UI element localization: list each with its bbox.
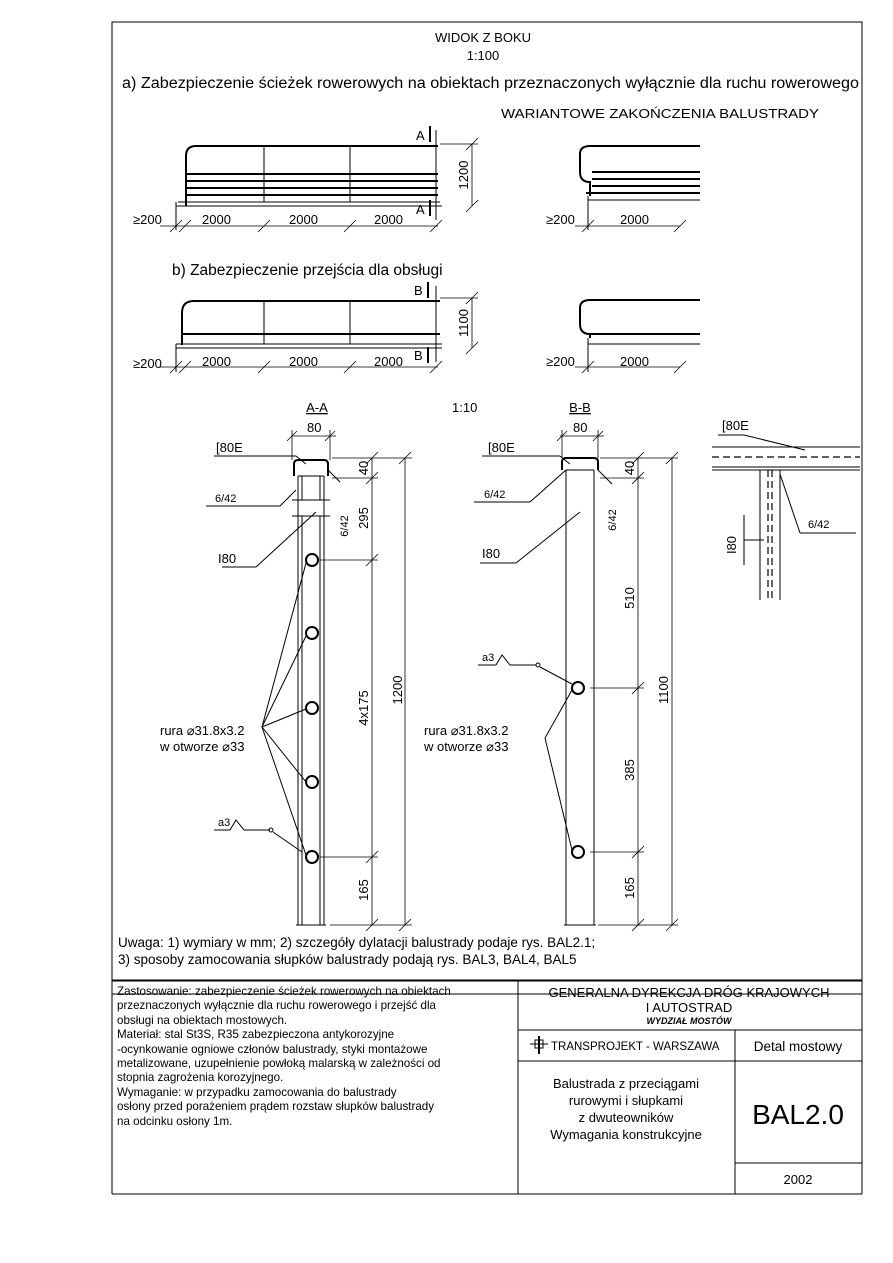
top-gap-dim-aa: 40 [356, 461, 371, 475]
variant-endings-title: WARIANTOWE ZAKOŃCZENIA BALUSTRADY [501, 106, 819, 121]
span-dim-b3: 2000 [374, 354, 403, 369]
weld-label-side: 6/42 [808, 519, 829, 531]
min-end-dim-a: ≥200 [133, 212, 162, 227]
post-section-bb [474, 430, 679, 932]
sheet-frame [111, 21, 863, 995]
min-end-dim-variant-b: ≥200 [546, 354, 575, 369]
description-line: stopnia zagrożenia korozyjnego. [117, 1071, 284, 1085]
drawing-desc-3: z dwuteowników [579, 1110, 674, 1125]
first-spacing-dim-bb: 510 [622, 587, 637, 609]
total-height-dim-bb: 1100 [656, 676, 671, 704]
post-side-detail [712, 434, 860, 600]
pipe-label-aa-2: w otworze ⌀33 [159, 739, 244, 754]
channel-label-bb: [80E [488, 440, 515, 455]
min-end-dim-b: ≥200 [133, 356, 162, 371]
detail-scale: 1:10 [452, 400, 477, 415]
first-spacing-dim-aa: 295 [356, 507, 371, 529]
description-block: Zastosowanie: zabezpieczenie ścieżek row… [117, 985, 451, 1129]
section-b-heading: b) Zabezpieczenie przejścia dla obsługi [172, 262, 443, 279]
description-line: Materiał: stal St3S, R35 zabezpieczona a… [117, 1028, 395, 1042]
variant-ending-b [575, 299, 700, 374]
pipe-label-aa-1: rura ⌀31.8x3.2 [160, 723, 244, 738]
ibeam-label-side: I80 [724, 536, 739, 554]
section-mark-b-top: B [414, 283, 423, 298]
min-end-dim-variant-a: ≥200 [546, 212, 575, 227]
org-line-2: I AUTOSTRAD [646, 1000, 732, 1015]
drawing-desc-2: rurowymi i słupkami [569, 1093, 683, 1108]
span-dim-variant-a: 2000 [620, 212, 649, 227]
variant-ending-a [575, 145, 700, 233]
note-line-2: 3) sposoby zamocowania słupków balustrad… [118, 952, 577, 967]
section-aa-title: A-A [306, 400, 328, 415]
weld-a3-label-bb: a3 [482, 652, 494, 664]
title-block-grid [111, 980, 863, 1195]
hole-spacing-dim-aa: 4x175 [356, 690, 371, 725]
section-a-heading: a) Zabezpieczenie ścieżek rowerowych na … [122, 75, 859, 92]
org-department: WYDZIAŁ MOSTÓW [647, 1015, 733, 1026]
section-mark-b-bottom: B [414, 348, 423, 363]
top-gap-dim-bb: 40 [622, 461, 637, 475]
width-dim-bb: 80 [573, 420, 587, 435]
width-dim-aa: 80 [307, 420, 321, 435]
pipe-label-bb-2: w otworze ⌀33 [423, 739, 508, 754]
side-view-scale: 1:100 [467, 48, 500, 63]
span-dim-a1: 2000 [202, 212, 231, 227]
description-line: Wymaganie: w przypadku zamocowania do ba… [117, 1085, 397, 1099]
span-dim-a3: 2000 [374, 212, 403, 227]
drawing-desc-4: Wymagania konstrukcyjne [550, 1127, 702, 1142]
railing-side-view-b [160, 286, 479, 374]
channel-label-aa: [80E [216, 440, 243, 455]
height-dim-a: 1200 [456, 161, 471, 190]
drawing-year: 2002 [784, 1172, 813, 1187]
bottom-dim-bb: 165 [622, 877, 637, 899]
note-line-1: Uwaga: 1) wymiary w mm; 2) szczegóły dyl… [118, 935, 596, 950]
weld-label-bb: 6/42 [484, 489, 505, 501]
span-dim-variant-b: 2000 [620, 354, 649, 369]
description-line: Zastosowanie: zabezpieczenie ścieżek row… [117, 985, 451, 998]
drawing-number: BAL2.0 [752, 1099, 844, 1130]
pipe-label-bb-1: rura ⌀31.8x3.2 [424, 723, 508, 738]
company-logo-icon [530, 1036, 548, 1054]
general-notes: Uwaga: 1) wymiary w mm; 2) szczegóły dyl… [118, 934, 595, 968]
weld-label-bb-vert: 6/42 [607, 509, 619, 530]
weld-label-aa: 6/42 [215, 493, 236, 505]
span-dim-b2: 2000 [289, 354, 318, 369]
height-dim-b: 1100 [456, 309, 471, 337]
company-name: TRANSPROJEKT - WARSZAWA [551, 1041, 720, 1053]
post-section-aa [206, 430, 412, 932]
drawing-desc-1: Balustrada z przeciągami [553, 1076, 699, 1091]
description-line: osłony przed porażeniem prądem rozstaw s… [117, 1100, 435, 1114]
section-bb-title: B-B [569, 400, 591, 415]
ibeam-label-bb: I80 [482, 546, 500, 561]
description-line: -ocynkowanie ogniowe członów balustrady,… [117, 1042, 428, 1056]
hole-spacing-dim-bb: 385 [622, 759, 637, 781]
org-line-1: GENERALNA DYREKCJA DRÓG KRAJOWYCH [549, 985, 830, 1000]
ibeam-label-aa: I80 [218, 551, 236, 566]
section-mark-a-top: A [416, 128, 425, 143]
railing-side-view-a [160, 130, 479, 233]
description-line: metalizowane, uzupełnienie powłoką malar… [117, 1057, 441, 1071]
description-line: na odcinku osłony 1m. [117, 1114, 233, 1128]
description-line: przeznaczonych wyłącznie dla ruchu rower… [117, 999, 436, 1013]
channel-label-side: [80E [722, 418, 749, 433]
weld-label-aa-vert: 6/42 [339, 515, 351, 536]
view-title: WIDOK Z BOKU [435, 30, 531, 45]
bottom-dim-aa: 165 [356, 879, 371, 901]
span-dim-a2: 2000 [289, 212, 318, 227]
span-dim-b1: 2000 [202, 354, 231, 369]
drawing-category: Detal mostowy [754, 1039, 843, 1054]
total-height-dim-aa: 1200 [390, 676, 405, 705]
section-mark-a-bottom: A [416, 202, 425, 217]
description-line: obsługi na obiektach mostowych. [117, 1013, 288, 1027]
weld-a3-label-aa: a3 [218, 817, 230, 829]
